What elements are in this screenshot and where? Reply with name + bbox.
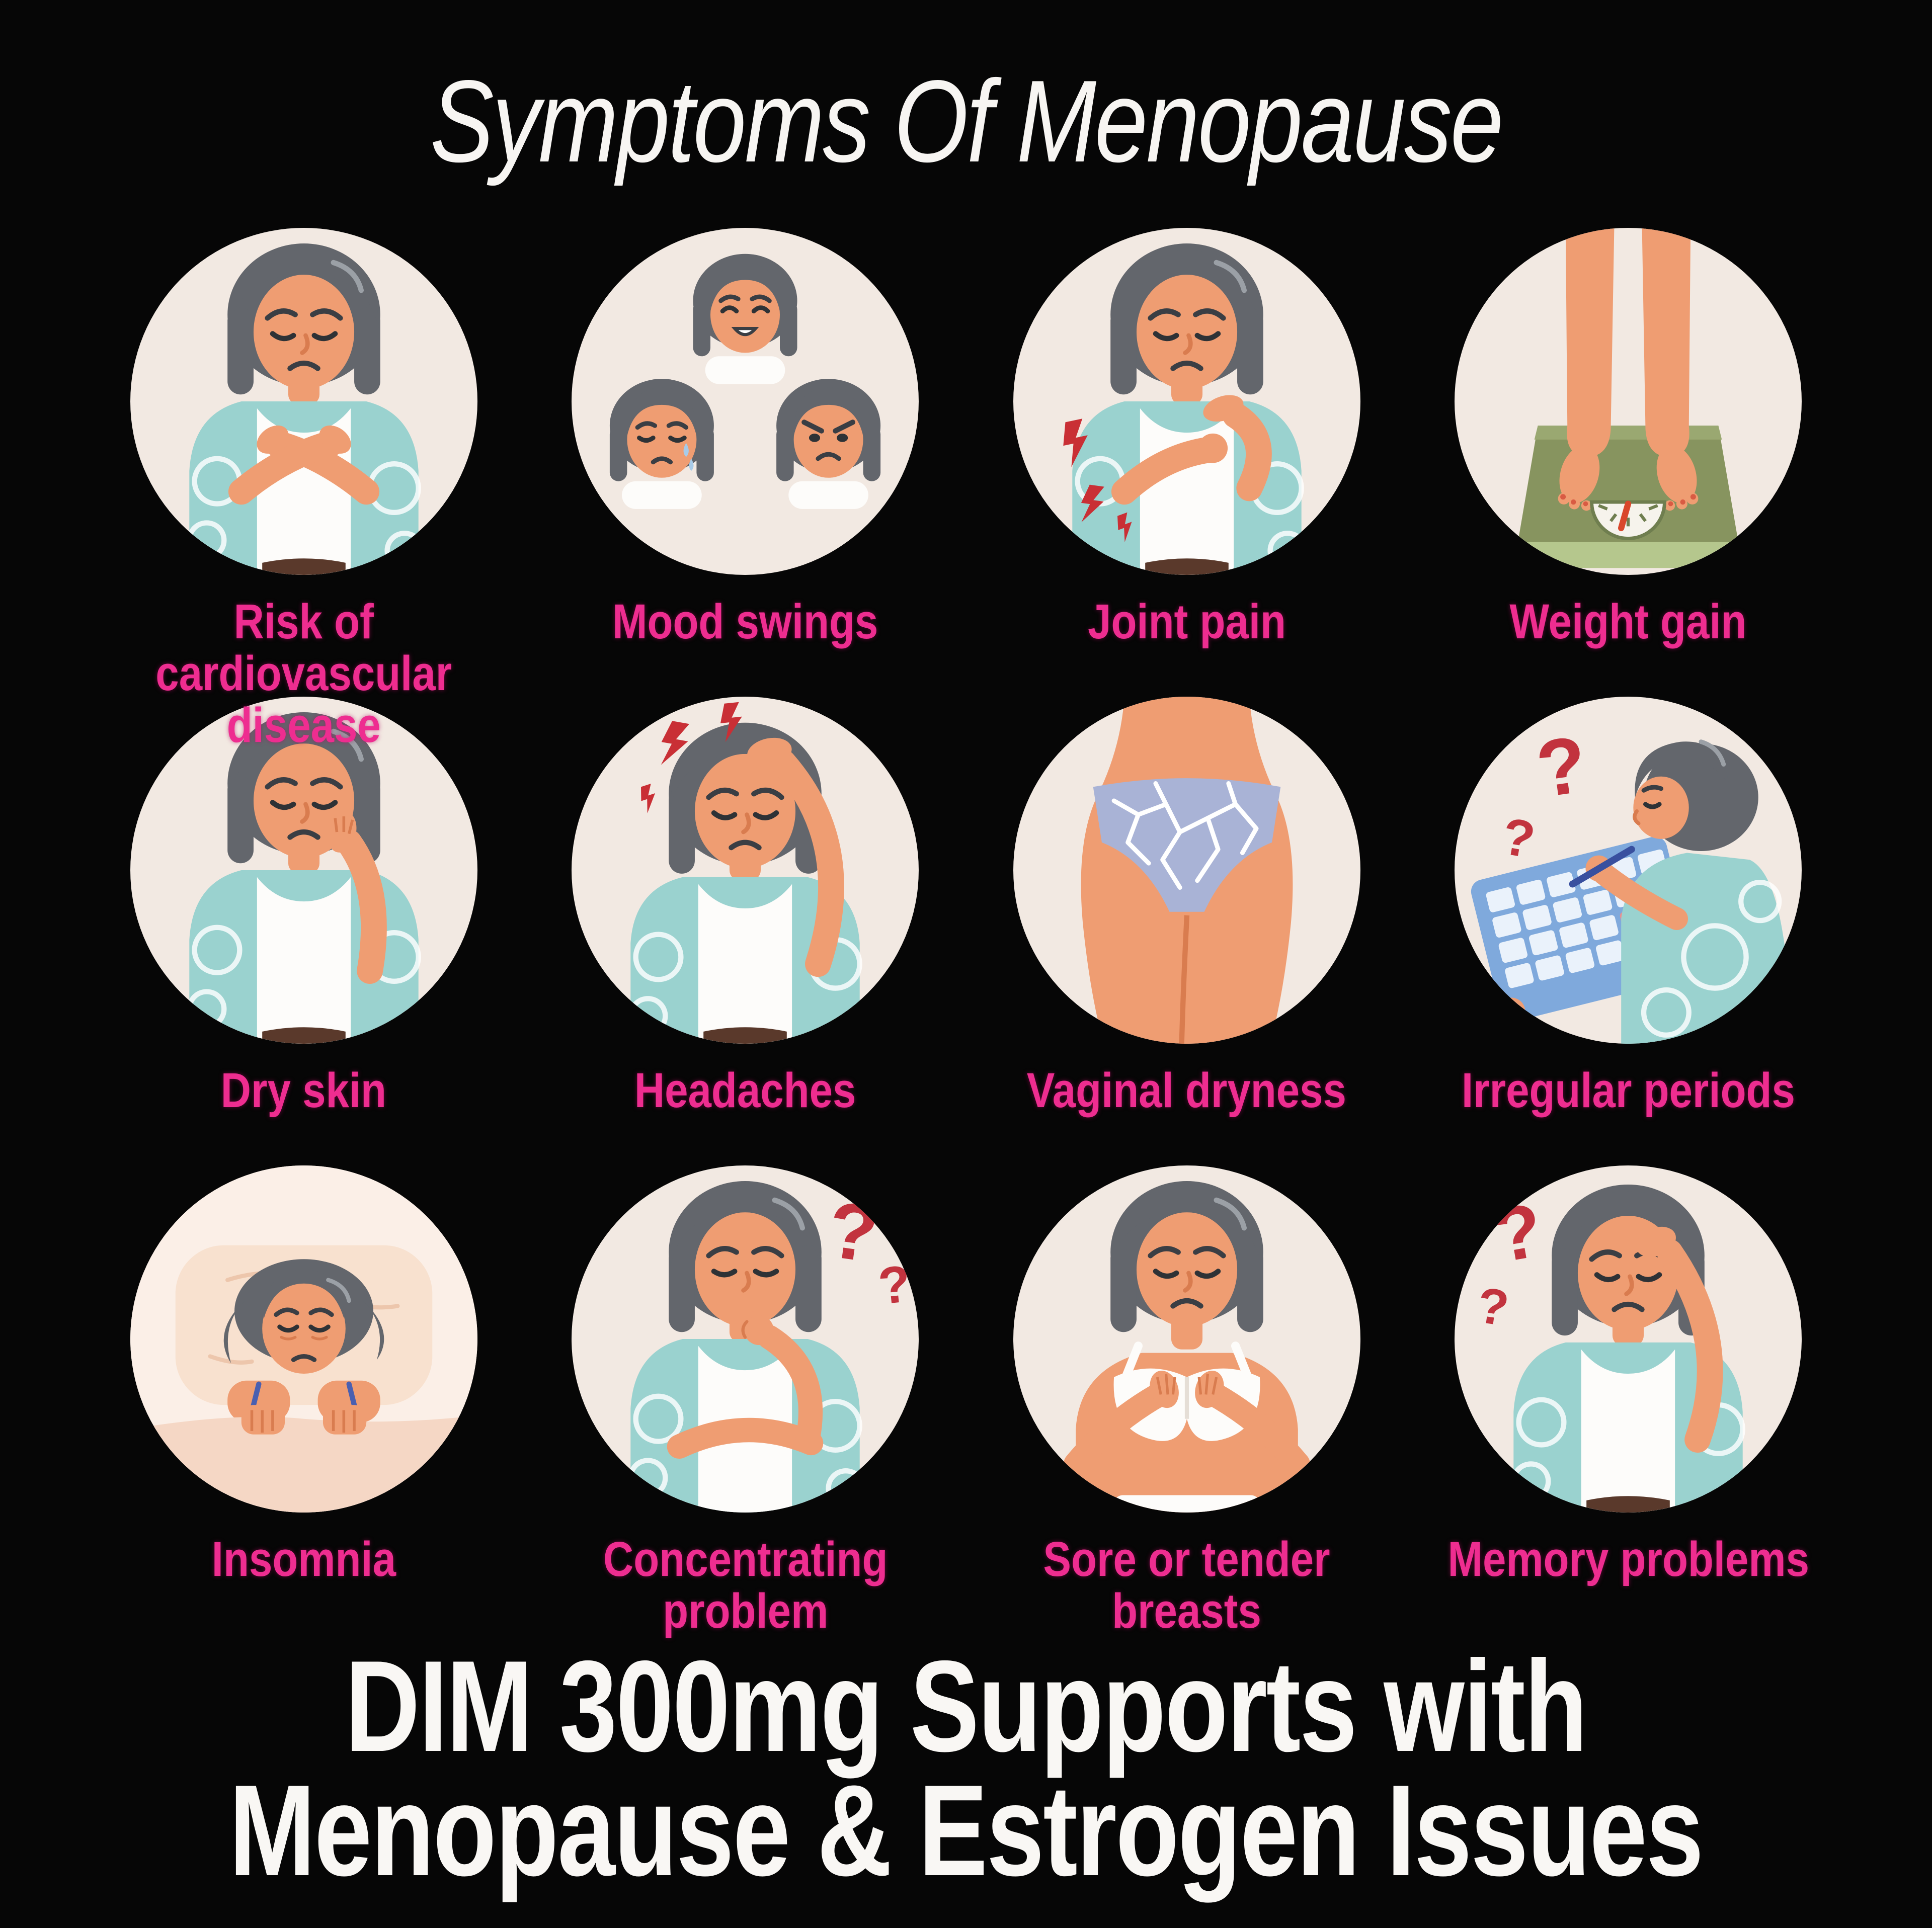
symptom-label-concentrating-problem: Concentrating problem	[603, 1532, 888, 1638]
scale-dial-icon	[1590, 500, 1667, 540]
symptom-label-memory-problems: Memory problems	[1447, 1532, 1809, 1586]
question-mark-icon: ?	[1498, 806, 1539, 869]
symptom-card-cardiovascular: Risk of cardiovascular disease	[83, 228, 525, 751]
symptom-card-insomnia: Insomnia	[83, 1165, 525, 1634]
symptom-card-headaches: Headaches	[525, 697, 967, 1165]
woman-touching-cheek-icon	[186, 712, 421, 1044]
symptom-illustration-insomnia	[130, 1165, 477, 1513]
symptom-label-dry-skin: Dry skin	[221, 1063, 387, 1118]
question-mark-icon: ?	[823, 1184, 883, 1280]
symptom-card-sore-breasts: Sore or tender breasts	[966, 1165, 1408, 1638]
footer-claim-text: DIM 300mg Supports with Menopause & Estr…	[229, 1633, 1704, 1903]
symptom-card-vaginal-dryness: Vaginal dryness	[966, 697, 1408, 1165]
angry-face-icon	[776, 379, 881, 509]
symptom-label-joint-pain: Joint pain	[1087, 594, 1286, 649]
symptom-illustration-mood-swings	[572, 228, 919, 575]
symptom-illustration-vaginal-dryness	[1013, 697, 1360, 1044]
symptom-illustration-memory-problems: ? ?	[1455, 1165, 1802, 1513]
symptom-label-cardiovascular: Risk of cardiovascular disease	[155, 594, 452, 752]
symptom-label-sore-breasts: Sore or tender breasts	[1043, 1532, 1330, 1638]
symptom-label-headaches: Headaches	[634, 1063, 856, 1118]
page-title: Symptoms Of Menopause	[0, 54, 1932, 189]
woman-hand-on-forehead-icon: ? ?	[1474, 1184, 1746, 1513]
question-mark-icon: ?	[876, 1254, 914, 1315]
symptom-illustration-concentrating-problem: ? ?	[572, 1165, 919, 1513]
question-mark-icon: ?	[1488, 1187, 1549, 1279]
feet-on-scale-icon	[1508, 228, 1748, 568]
pen-icon	[1569, 846, 1636, 888]
blanket-icon	[130, 1415, 477, 1513]
woman-marking-calendar-icon: ? ?	[1471, 719, 1792, 1044]
pain-lightning-icon	[1063, 418, 1132, 542]
symptom-label-vaginal-dryness: Vaginal dryness	[1027, 1063, 1347, 1118]
symptom-illustration-weight-gain	[1455, 228, 1802, 575]
symptom-card-memory-problems: ? ?	[1408, 1165, 1849, 1634]
question-mark-icon: ?	[1474, 1277, 1512, 1336]
woman-hands-crossed-on-chest-icon	[186, 243, 425, 575]
question-mark-icon: ?	[1532, 719, 1592, 814]
symptom-illustration-dry-skin	[130, 697, 477, 1044]
symptom-label-weight-gain: Weight gain	[1509, 594, 1747, 649]
symptom-label-irregular-periods: Irregular periods	[1461, 1063, 1795, 1118]
page-title-text: Symptoms Of Menopause	[430, 56, 1504, 187]
happy-face-icon	[693, 254, 797, 384]
symptom-label-mood-swings: Mood swings	[612, 594, 878, 649]
three-mood-faces-icon	[610, 254, 881, 509]
symptom-illustration-irregular-periods: ? ?	[1455, 697, 1802, 1044]
crying-face-icon	[610, 379, 714, 509]
symptom-card-weight-gain: Weight gain	[1408, 228, 1849, 697]
woman-hands-on-chest-icon	[1063, 1181, 1310, 1513]
symptom-illustration-sore-breasts	[1013, 1165, 1360, 1513]
symptom-card-concentrating-problem: ? ?	[525, 1165, 967, 1638]
pain-lightning-icon	[641, 702, 742, 813]
hips-in-underwear-icon	[1081, 697, 1293, 1044]
symptom-illustration-joint-pain	[1013, 228, 1360, 575]
symptom-card-dry-skin: Dry skin	[83, 697, 525, 1165]
footer-claim: DIM 300mg Supports with Menopause & Estr…	[0, 1633, 1932, 1903]
woman-thinking-chin-icon: ? ?	[628, 1181, 914, 1513]
symptoms-grid: Risk of cardiovascular disease	[0, 228, 1932, 1638]
symptom-illustration-cardiovascular	[130, 228, 477, 575]
symptom-card-irregular-periods: ? ?	[1408, 697, 1849, 1165]
symptom-card-mood-swings: Mood swings	[525, 228, 967, 697]
symptom-label-insomnia: Insomnia	[211, 1532, 396, 1586]
woman-holding-head-lightning-icon	[628, 702, 863, 1044]
woman-awake-in-bed-icon	[130, 1165, 477, 1513]
symptom-illustration-headaches	[572, 697, 919, 1044]
symptom-card-joint-pain: Joint pain	[966, 228, 1408, 697]
woman-holding-wrist-pain-icon	[1063, 243, 1308, 575]
